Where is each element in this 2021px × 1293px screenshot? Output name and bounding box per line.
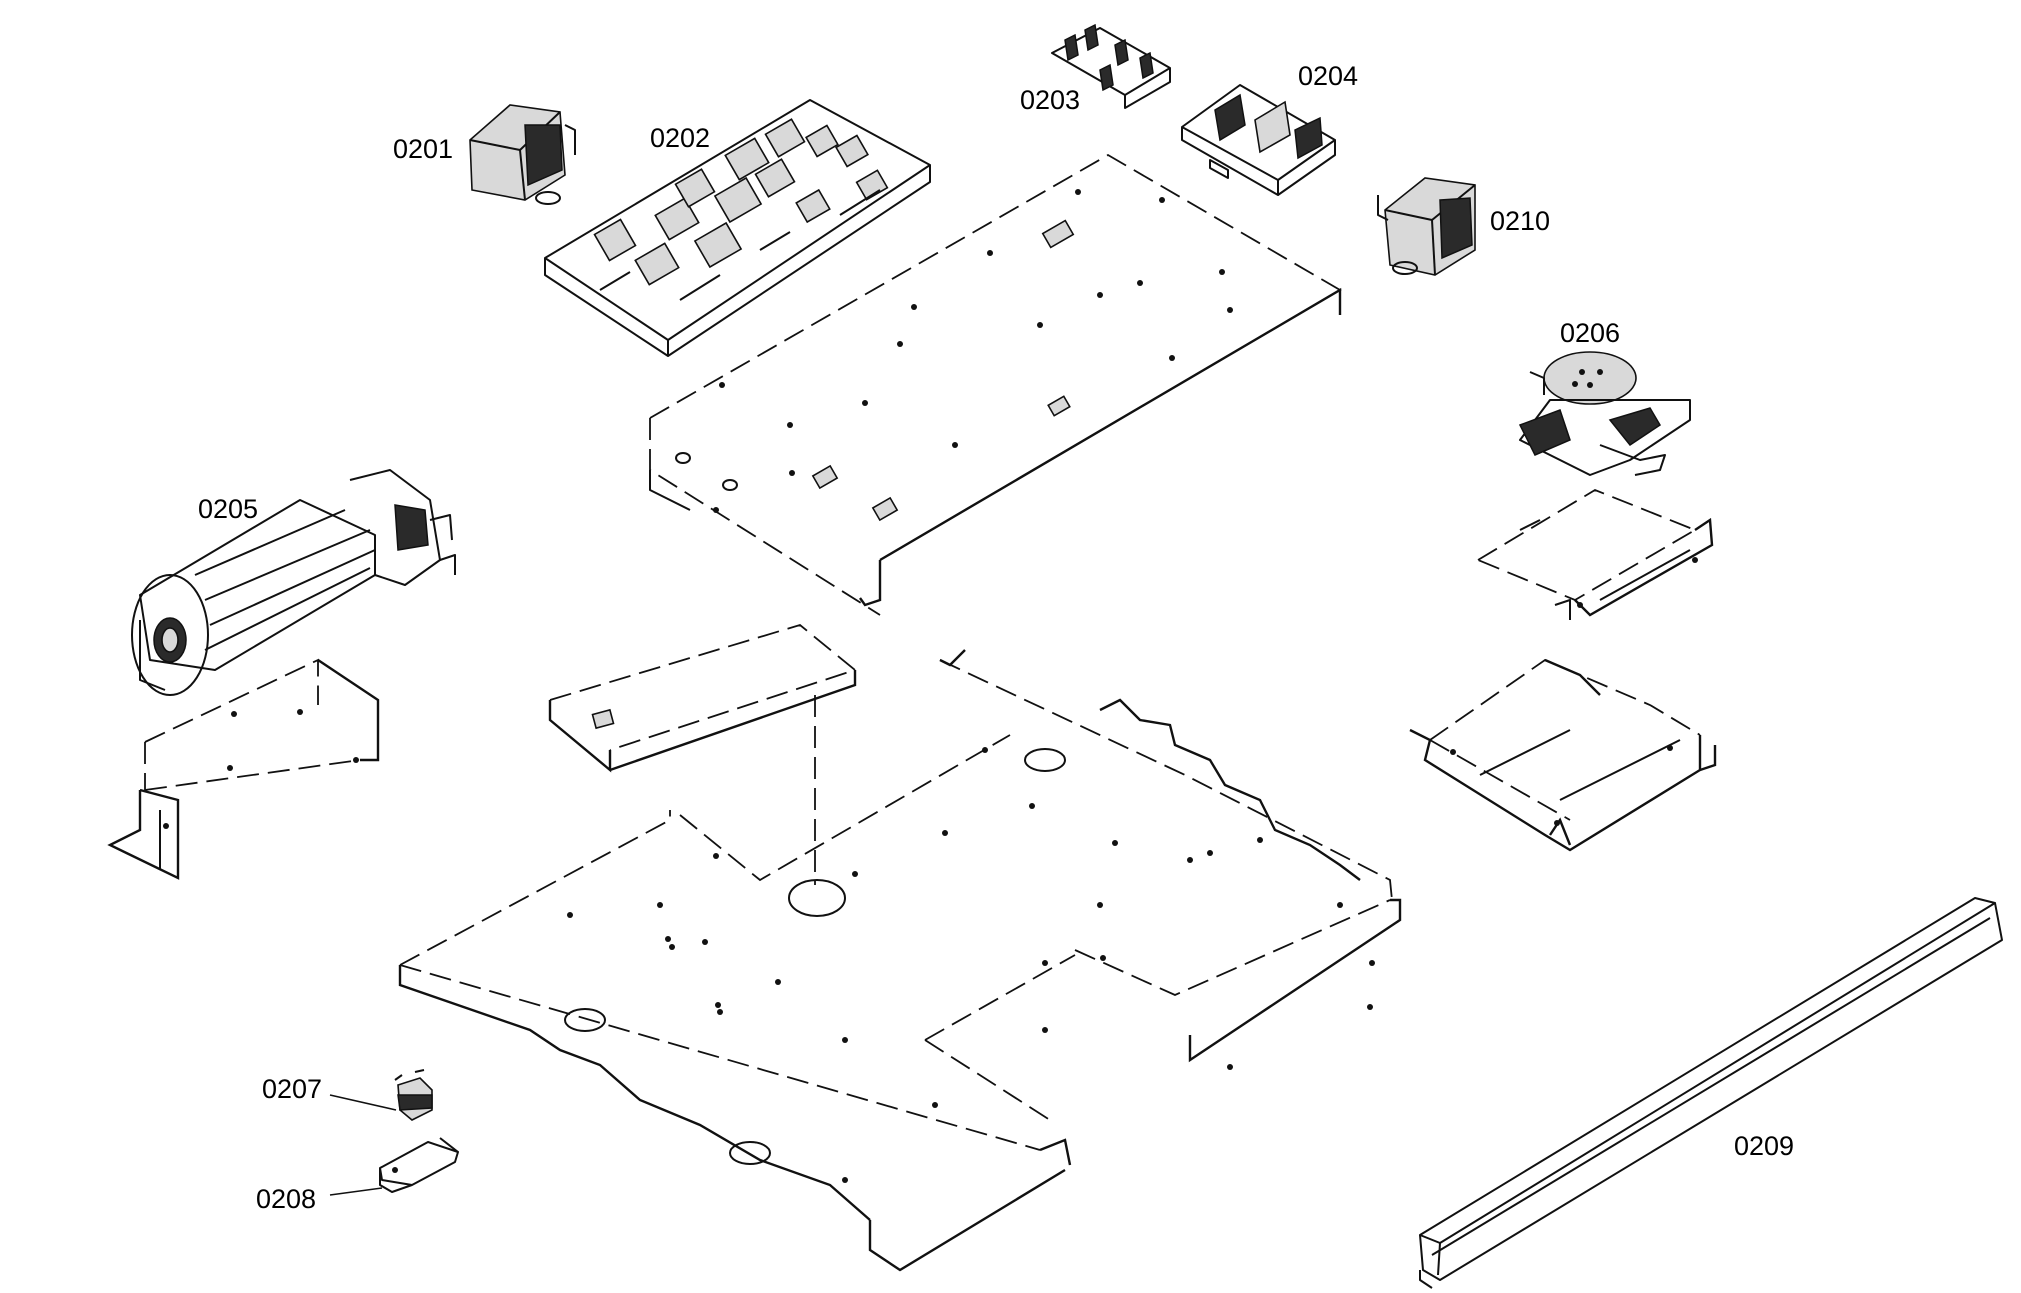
fan-bracket[interactable]: [107, 658, 380, 880]
label-0209: 0209: [1734, 1131, 1794, 1161]
thermostat-0207[interactable]: [394, 1069, 433, 1121]
leader-0208: [329, 1187, 383, 1196]
label-0204: 0204: [1298, 61, 1358, 91]
terminal-block-0203[interactable]: [1051, 23, 1171, 109]
timer-motor-0206[interactable]: [1518, 351, 1691, 476]
upper-panel[interactable]: [649, 153, 1342, 616]
label-0202: 0202: [650, 123, 710, 153]
label-0208: 0208: [256, 1184, 316, 1214]
thermostat-bracket-0208[interactable]: [379, 1137, 459, 1193]
label-0203: 0203: [1020, 85, 1080, 115]
label-0201: 0201: [393, 134, 453, 164]
timer-bracket[interactable]: [1475, 488, 1714, 620]
blower-fan-0205[interactable]: [131, 469, 456, 696]
transformer-0210[interactable]: [1377, 177, 1476, 276]
leader-0207: [329, 1094, 397, 1111]
trim-rail-0209[interactable]: [1419, 897, 2003, 1289]
label-0210: 0210: [1490, 206, 1550, 236]
control-board-0202[interactable]: [544, 99, 931, 357]
right-tray[interactable]: [1409, 658, 1717, 852]
label-0205: 0205: [198, 494, 258, 524]
transformer-0201[interactable]: [469, 104, 576, 205]
angled-cover[interactable]: [548, 624, 857, 885]
relay-bracket-0204[interactable]: [1181, 84, 1336, 196]
label-0206: 0206: [1560, 318, 1620, 348]
base-plate[interactable]: [398, 649, 1402, 1272]
label-0207: 0207: [262, 1074, 322, 1104]
